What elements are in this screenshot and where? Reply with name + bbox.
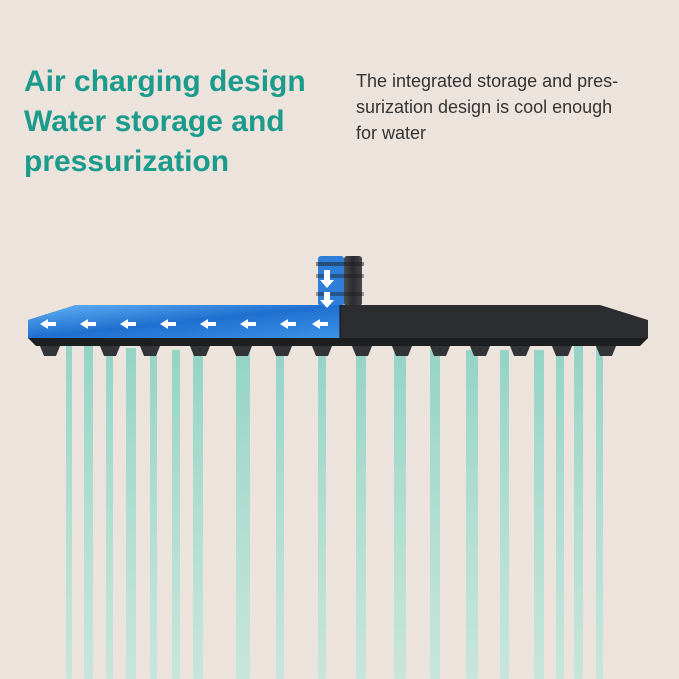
description: The integrated storage and pres- surizat… xyxy=(356,68,656,146)
description-line-3: for water xyxy=(356,123,427,143)
headline-line-1: Air charging design xyxy=(24,65,306,98)
description-line-2: surization design is cool enough xyxy=(356,97,613,117)
headline-line-3: pressurization xyxy=(24,145,230,178)
arrow-left-icon xyxy=(40,319,328,329)
water-fill xyxy=(28,305,340,338)
nozzles xyxy=(40,346,616,356)
water-streams xyxy=(66,340,603,679)
description-line-1: The integrated storage and pres- xyxy=(356,71,619,91)
headline-line-2: Water storage and xyxy=(24,105,285,138)
headline: Air charging design Water storage and pr… xyxy=(24,62,306,182)
arrow-down-icon xyxy=(320,270,334,308)
shower-head xyxy=(28,305,648,346)
